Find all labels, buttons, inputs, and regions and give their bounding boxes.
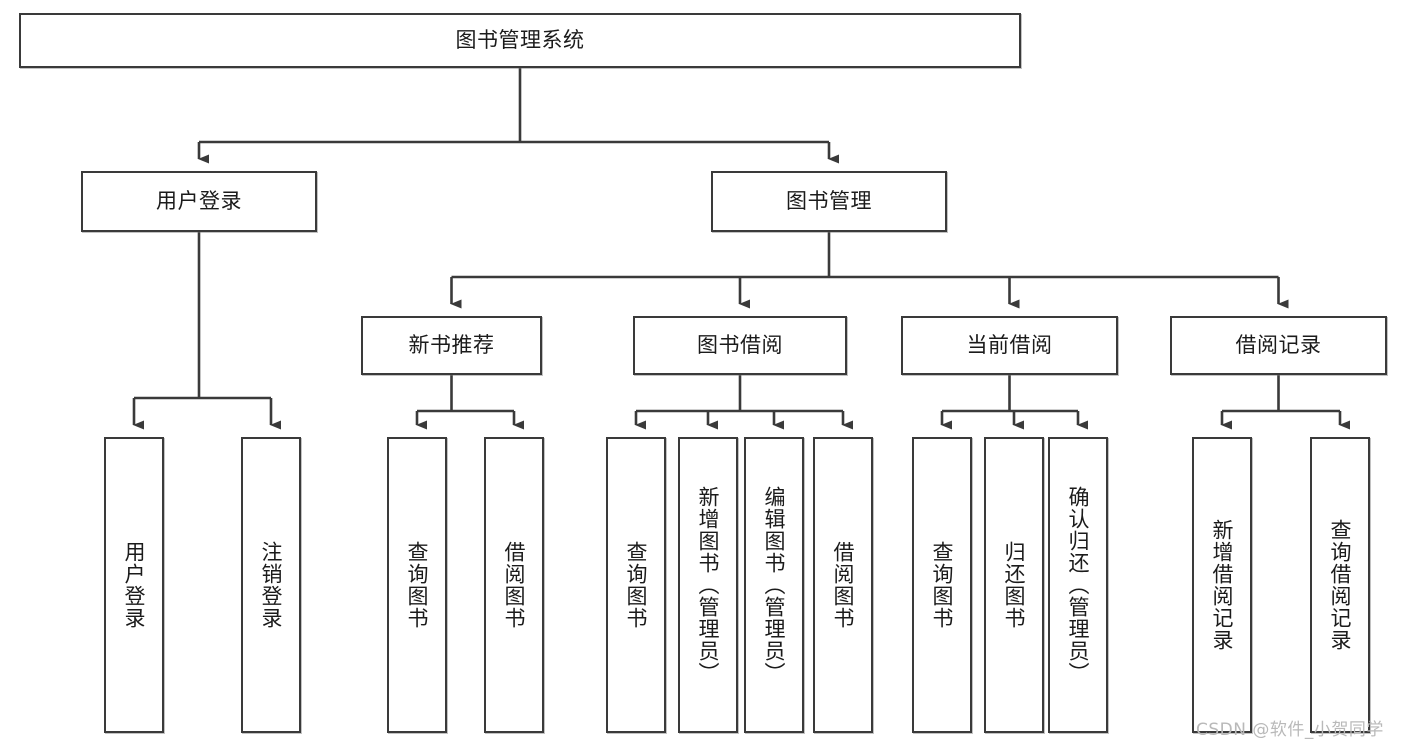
node-leaf-query-record[interactable]: 查询借阅记录 (1310, 437, 1370, 733)
node-leaf-add-book[interactable]: 新增图书（管理员） (678, 437, 738, 733)
node-label-leaf-borrow-book-1: 借阅图书 (502, 541, 527, 629)
node-book-borrow[interactable]: 图书借阅 (633, 316, 847, 375)
node-leaf-borrow-book-1[interactable]: 借阅图书 (484, 437, 544, 733)
connector-lines (132, 68, 1350, 430)
node-label-current-borrow: 当前借阅 (966, 333, 1053, 358)
node-label-leaf-query-book-2: 查询图书 (624, 541, 649, 629)
node-leaf-user-login[interactable]: 用户登录 (104, 437, 164, 733)
node-label-leaf-add-record: 新增借阅记录 (1210, 519, 1235, 651)
node-leaf-edit-book[interactable]: 编辑图书（管理员） (744, 437, 804, 733)
node-label-leaf-query-record: 查询借阅记录 (1328, 519, 1353, 651)
node-label-user-login: 用户登录 (156, 189, 242, 214)
node-leaf-add-record[interactable]: 新增借阅记录 (1192, 437, 1252, 733)
node-root[interactable]: 图书管理系统 (19, 13, 1021, 68)
node-leaf-query-book-3[interactable]: 查询图书 (912, 437, 972, 733)
node-borrow-record[interactable]: 借阅记录 (1170, 316, 1387, 375)
node-label-leaf-return-book: 归还图书 (1002, 541, 1027, 629)
node-label-book-borrow: 图书借阅 (697, 333, 783, 358)
node-user-login[interactable]: 用户登录 (81, 171, 317, 232)
node-leaf-confirm-return[interactable]: 确认归还（管理员） (1048, 437, 1108, 733)
node-label-book-manage: 图书管理 (786, 189, 872, 214)
node-leaf-borrow-book-2[interactable]: 借阅图书 (813, 437, 873, 733)
node-leaf-query-book-2[interactable]: 查询图书 (606, 437, 666, 733)
node-leaf-query-book-1[interactable]: 查询图书 (387, 437, 447, 733)
node-current-borrow[interactable]: 当前借阅 (901, 316, 1118, 375)
node-label-leaf-logout: 注销登录 (259, 541, 284, 629)
node-book-manage[interactable]: 图书管理 (711, 171, 947, 232)
node-label-new-book-recommend: 新书推荐 (408, 333, 495, 358)
node-label-leaf-borrow-book-2: 借阅图书 (831, 541, 856, 629)
node-new-book-recommend[interactable]: 新书推荐 (361, 316, 542, 375)
node-label-leaf-query-book-3: 查询图书 (930, 541, 955, 629)
node-label-leaf-edit-book: 编辑图书（管理员） (762, 486, 787, 684)
node-leaf-return-book[interactable]: 归还图书 (984, 437, 1044, 733)
node-label-leaf-add-book: 新增图书（管理员） (696, 486, 721, 684)
node-label-leaf-user-login: 用户登录 (122, 541, 147, 629)
node-label-root: 图书管理系统 (455, 28, 585, 53)
node-leaf-logout[interactable]: 注销登录 (241, 437, 301, 733)
node-label-borrow-record: 借阅记录 (1235, 333, 1322, 358)
node-label-leaf-confirm-return: 确认归还（管理员） (1066, 486, 1091, 684)
node-label-leaf-query-book-1: 查询图书 (405, 541, 430, 629)
